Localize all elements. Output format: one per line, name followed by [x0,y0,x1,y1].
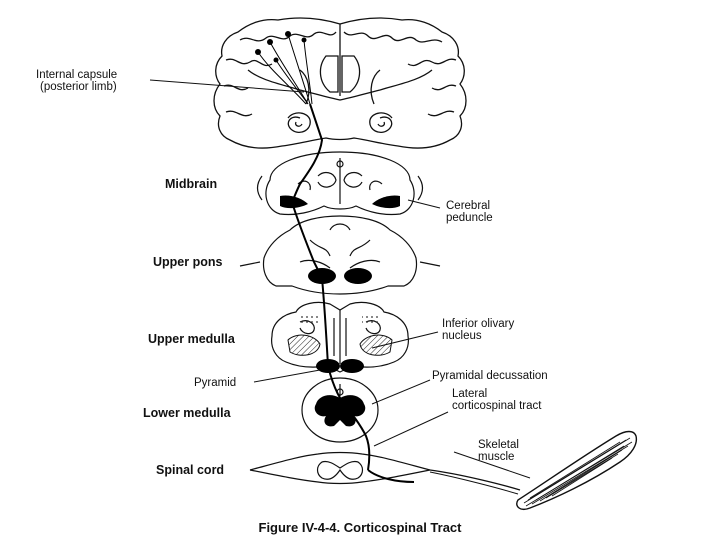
spinal-cord-section [249,451,521,495]
inferior-olive-hatching [287,316,393,356]
label-midbrain: Midbrain [165,177,218,191]
label-lateral-cst-1: Lateral [452,388,488,400]
figure-caption: Figure IV-4-4. Corticospinal Tract [258,520,462,535]
label-internal-capsule-2: (posterior limb) [40,81,117,93]
label-pyramidal-decussation: Pyramidal decussation [432,370,548,382]
cortical-neurons [255,31,307,63]
label-spinal-cord: Spinal cord [156,463,225,477]
lower-medulla-section [301,377,379,443]
label-upper-pons: Upper pons [153,255,223,269]
label-skeletal-muscle-2: muscle [478,451,515,463]
label-skeletal-muscle-1: Skeletal [478,439,519,451]
label-upper-medulla: Upper medulla [148,332,235,346]
brain-coronal-section [213,17,467,149]
medullary-pyramid-fill [316,359,364,373]
upper-pons-section [239,215,441,295]
cerebral-peduncle-fill [280,195,400,209]
midbrain-section [256,151,424,216]
leader-lines [149,79,531,479]
corticospinal-pathway [291,103,415,483]
decussation-butterfly [314,395,366,427]
label-cerebral-peduncle-1: Cerebral [446,200,491,212]
skeletal-muscle [516,430,638,510]
label-inferior-olivary-2: nucleus [442,330,482,342]
label-inferior-olivary-1: Inferior olivary [442,318,515,330]
label-internal-capsule-1: Internal capsule [36,69,118,81]
corticospinal-fibers-cortex [257,33,313,105]
label-lower-medulla: Lower medulla [143,406,231,420]
label-cerebral-peduncle-2: peduncle [446,212,493,224]
label-lateral-cst-2: corticospinal tract [452,400,542,412]
label-pyramid: Pyramid [194,377,237,389]
